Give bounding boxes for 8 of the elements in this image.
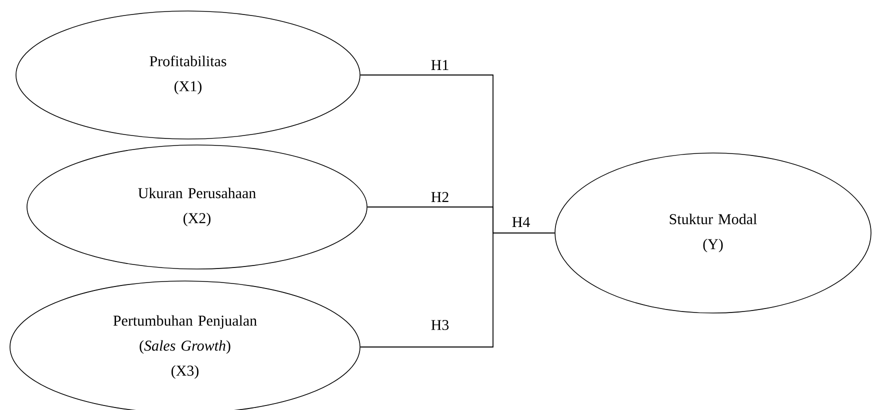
hypothesis-label: H4 — [512, 217, 530, 227]
edge-label: H1 — [431, 60, 448, 70]
ellipse-node: Ukuran Perusahaan (X2) — [26, 144, 368, 270]
ellipse-node: Profitabilitas (X1) — [16, 10, 360, 140]
edge-label: H2 — [431, 192, 448, 202]
connector-line — [360, 232, 556, 348]
edge-label: H3 — [431, 320, 449, 330]
ellipse-node: Stuktur Modal (Y) — [554, 152, 872, 314]
